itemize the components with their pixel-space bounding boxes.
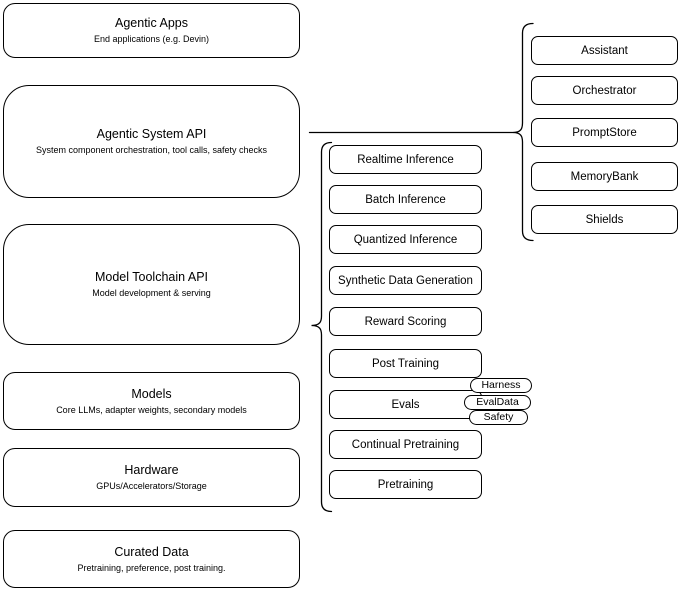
toolchain-item-batch-inference: Batch Inference (329, 185, 482, 214)
toolchain-item-pretraining: Pretraining (329, 470, 482, 499)
component-shields: Shields (531, 205, 678, 234)
toolchain-item-synthetic-data-generation: Synthetic Data Generation (329, 266, 482, 295)
component-orchestrator: Orchestrator (531, 76, 678, 105)
layer-title: Agentic Apps (115, 16, 188, 30)
layer-subtitle: Pretraining, preference, post training. (77, 562, 226, 573)
layer-title: Hardware (124, 463, 179, 477)
layer-title: Curated Data (114, 544, 189, 559)
component-memorybank: MemoryBank (531, 162, 678, 191)
layer-subtitle: Core LLMs, adapter weights, secondary mo… (56, 404, 247, 415)
layer-subtitle: GPUs/Accelerators/Storage (96, 481, 207, 491)
toolchain-item-post-training: Post Training (329, 349, 482, 378)
layer-title: Models (131, 386, 172, 401)
evals-tag-evaldata: EvalData (464, 395, 531, 410)
layer-title: Agentic System API (96, 127, 207, 141)
layer-subtitle: System component orchestration, tool cal… (35, 145, 268, 155)
evals-tag-safety: Safety (469, 410, 528, 425)
component-promptstore: PromptStore (531, 118, 678, 147)
layer-title: Model Toolchain API (94, 270, 209, 284)
toolchain-item-quantized-inference: Quantized Inference (329, 225, 482, 254)
layer-box-agentic-system-api: Agentic System API System component orche… (3, 85, 300, 198)
component-assistant: Assistant (531, 36, 678, 65)
toolchain-item-realtime-inference: Realtime Inference (329, 145, 482, 174)
layer-subtitle: End applications (e.g. Devin) (93, 34, 210, 44)
layer-subtitle: Model development & serving (92, 288, 211, 298)
system-components-brace (512, 22, 534, 242)
toolchain-item-reward-scoring: Reward Scoring (329, 307, 482, 336)
evals-tag-harness: Harness (470, 378, 532, 393)
toolchain-item-continual-pretraining: Continual Pretraining (329, 430, 482, 459)
toolchain-item-evals: Evals (329, 390, 482, 419)
layer-box-model-toolchain-api: Model Toolchain API Model development & s… (3, 224, 300, 345)
